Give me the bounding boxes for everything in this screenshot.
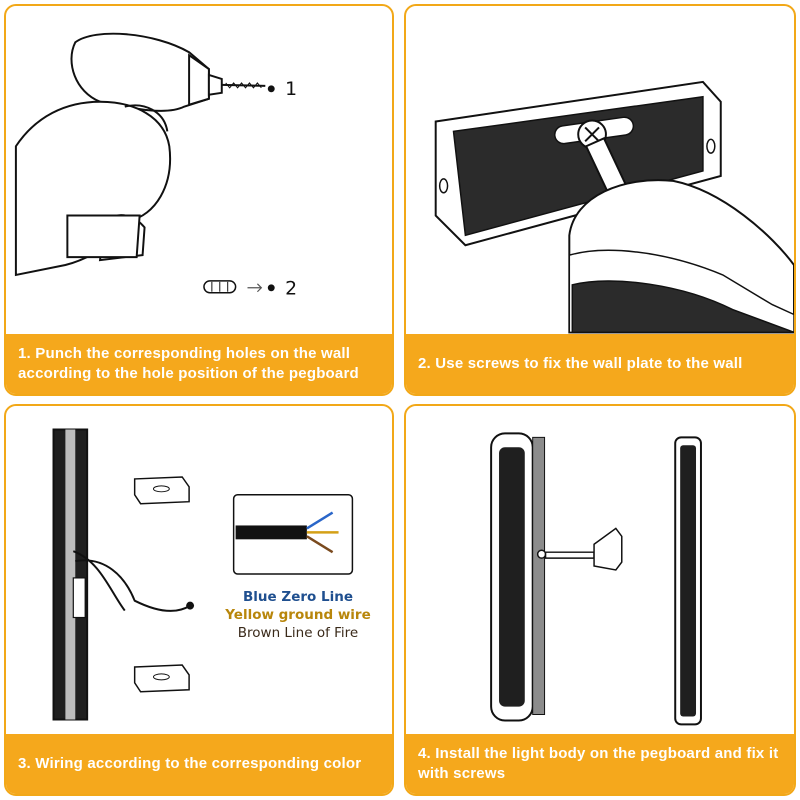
drill-illustration: 1 2 <box>14 32 297 300</box>
arrow-right-icon <box>247 283 263 293</box>
light-body-icon <box>490 432 546 722</box>
wall-plate-icon <box>133 664 190 693</box>
step-2-caption: 2. Use screws to fix the wall plate to t… <box>406 334 794 394</box>
wall-plate-illustration <box>434 80 794 334</box>
legend-brown-line: Brown Line of Fire <box>237 625 359 641</box>
step-4-panel: 4. Install the light body on the pegboar… <box>404 404 796 796</box>
step-1-panel: 1 2 1. Punch the corresponding holes on … <box>4 4 394 396</box>
step-3-caption: 3. Wiring according to the corresponding… <box>6 734 392 794</box>
wire-color-legend: Blue Zero Line Yellow ground wire Brown … <box>218 588 378 642</box>
step-1-caption: 1. Punch the corresponding holes on the … <box>6 334 392 394</box>
marker-2-label: 2 <box>285 279 297 300</box>
wiring-illustration <box>52 428 354 721</box>
marker-1-label: 1 <box>285 79 297 100</box>
step-2-panel: 2. Use screws to fix the wall plate to t… <box>404 4 796 396</box>
legend-yellow-line: Yellow ground wire <box>225 607 371 623</box>
wall-anchor-icon <box>203 280 237 294</box>
power-cable-icon <box>75 559 191 613</box>
step-4-caption: 4. Install the light body on the pegboar… <box>406 734 794 794</box>
blue-wire-icon <box>306 511 334 530</box>
light-body-icon <box>674 436 702 726</box>
light-body-icon <box>52 428 89 721</box>
hole-dot-icon <box>267 284 275 292</box>
brown-wire-icon <box>306 535 334 554</box>
hole-dot-icon <box>267 85 275 93</box>
drill-body-icon <box>70 32 210 112</box>
install-illustration <box>490 432 702 726</box>
wall-plate-icon <box>133 476 190 505</box>
legend-blue-line: Blue Zero Line <box>243 589 353 605</box>
wire-detail-box <box>232 494 354 575</box>
step-3-panel: Blue Zero Line Yellow ground wire Brown … <box>4 404 394 796</box>
screwdriver-icon <box>536 527 623 571</box>
